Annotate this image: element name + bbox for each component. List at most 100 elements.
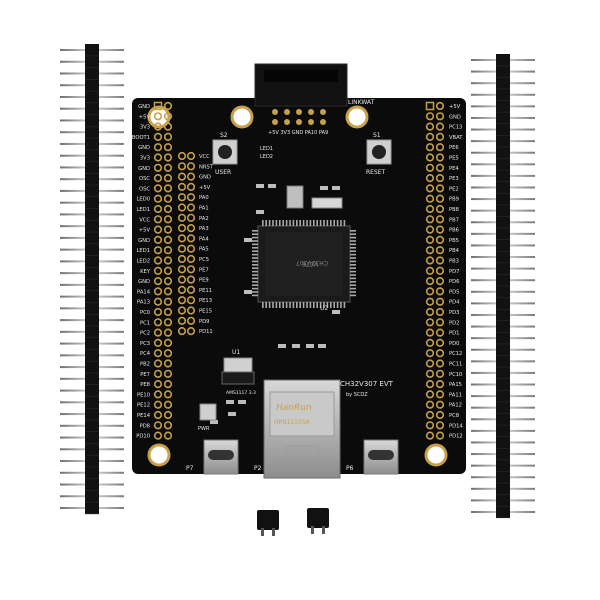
pad <box>425 380 435 389</box>
jumper-left <box>257 510 279 536</box>
pin-label: PC2 <box>140 331 150 337</box>
pin-label: PD9 <box>199 319 209 325</box>
reset-button[interactable]: RESET S1 <box>366 132 392 176</box>
pin-label: PC11 <box>449 362 462 368</box>
user-button[interactable]: USER S2 <box>212 132 238 176</box>
box-pin <box>320 109 326 115</box>
pad <box>163 421 173 430</box>
chip-pin <box>252 284 258 286</box>
pin-label: PD6 <box>449 279 459 285</box>
pin-label: PD11 <box>199 329 213 335</box>
pad <box>153 297 163 306</box>
pad <box>435 349 445 358</box>
pad <box>425 143 435 152</box>
chip-pin <box>296 302 298 308</box>
pad <box>425 390 435 399</box>
pad <box>435 256 445 265</box>
pad <box>425 122 435 131</box>
chip-pin <box>285 220 288 226</box>
pad <box>153 163 163 172</box>
chip-text-1: CH32V307 <box>296 259 328 266</box>
chip-pin <box>252 294 258 297</box>
pad <box>435 307 445 317</box>
chip-pin <box>265 302 267 308</box>
pad <box>435 225 445 234</box>
chip-pin <box>326 220 329 226</box>
pad <box>425 246 435 255</box>
pad <box>186 254 196 264</box>
pad <box>435 235 445 244</box>
pad <box>425 421 435 430</box>
chip-pin <box>252 274 258 276</box>
pad <box>435 287 445 296</box>
chip-pin <box>350 236 356 239</box>
pad <box>435 132 445 141</box>
pad <box>153 359 163 368</box>
chip-pin <box>299 302 301 308</box>
pad <box>425 369 435 378</box>
pad <box>163 153 173 162</box>
chip-pin <box>252 291 258 293</box>
chip-pin <box>252 267 258 269</box>
chip-pin <box>302 302 305 308</box>
chip-pin <box>282 302 284 308</box>
pad <box>425 338 435 348</box>
pad <box>186 162 196 171</box>
led1-label: LED1 <box>260 146 273 152</box>
pin-label: LED0 <box>137 197 150 203</box>
power-switch <box>199 403 217 421</box>
ethernet-model: HR911105A <box>274 419 311 426</box>
box-pin <box>296 119 302 125</box>
pad <box>435 266 445 275</box>
s1-label: S1 <box>373 132 381 139</box>
pin-label: PD2 <box>449 320 459 326</box>
chip-pin <box>252 270 258 273</box>
pad <box>425 215 435 224</box>
pad <box>425 266 435 275</box>
p2-label: P2 <box>254 465 262 472</box>
pin-label: PA12 <box>449 403 462 409</box>
pin-label: PA4 <box>199 236 209 242</box>
chip-pin <box>350 257 356 259</box>
pad <box>153 266 163 275</box>
pin-label: PA14 <box>137 289 151 295</box>
pad <box>177 172 187 181</box>
crystal-small <box>311 197 343 209</box>
chip-pin <box>252 230 258 232</box>
pad <box>425 297 435 306</box>
pin-label: +5V <box>139 114 151 120</box>
led2-label: LED2 <box>260 154 273 160</box>
pad-column-right-inner <box>425 101 435 440</box>
usb-c-right: P6 <box>346 439 399 475</box>
pad <box>163 101 173 111</box>
smd-part <box>210 420 218 424</box>
pad <box>153 225 163 234</box>
main-chip: CH32V307 VCT6 U2 <box>252 220 356 312</box>
right-pin-header <box>471 54 535 519</box>
pad <box>435 338 445 348</box>
pad-column-left-outer <box>153 101 163 440</box>
chip-pin <box>289 302 291 308</box>
chip-pin <box>252 233 258 235</box>
reset-label: RESET <box>366 169 386 176</box>
pad <box>153 184 163 193</box>
pad <box>153 349 163 358</box>
board-title: CH32V307 EVT <box>340 380 394 388</box>
pin-label: PA11 <box>449 392 462 398</box>
left-pin-labels: GND+5V3V3BOOT1GND3V3GNDOSCOSCLED0LED1VCC… <box>132 104 151 440</box>
chip-pin <box>350 243 356 246</box>
pad <box>163 400 173 409</box>
box-pin <box>272 109 278 115</box>
pin-label: PE2 <box>449 186 459 192</box>
pad <box>425 400 435 409</box>
pin-label: PA1 <box>199 206 209 212</box>
smd-part <box>256 210 264 214</box>
chip-pin <box>333 302 335 308</box>
pad <box>435 184 445 193</box>
chip-pin <box>323 220 325 226</box>
pad <box>425 349 435 358</box>
u1-label: U1 <box>232 349 240 356</box>
smd-part <box>318 344 326 348</box>
mid-pin-labels: VCCNRSTGND+5VPA0PA1PA2PA3PA4PA5PC5PE7PE9… <box>199 154 214 335</box>
